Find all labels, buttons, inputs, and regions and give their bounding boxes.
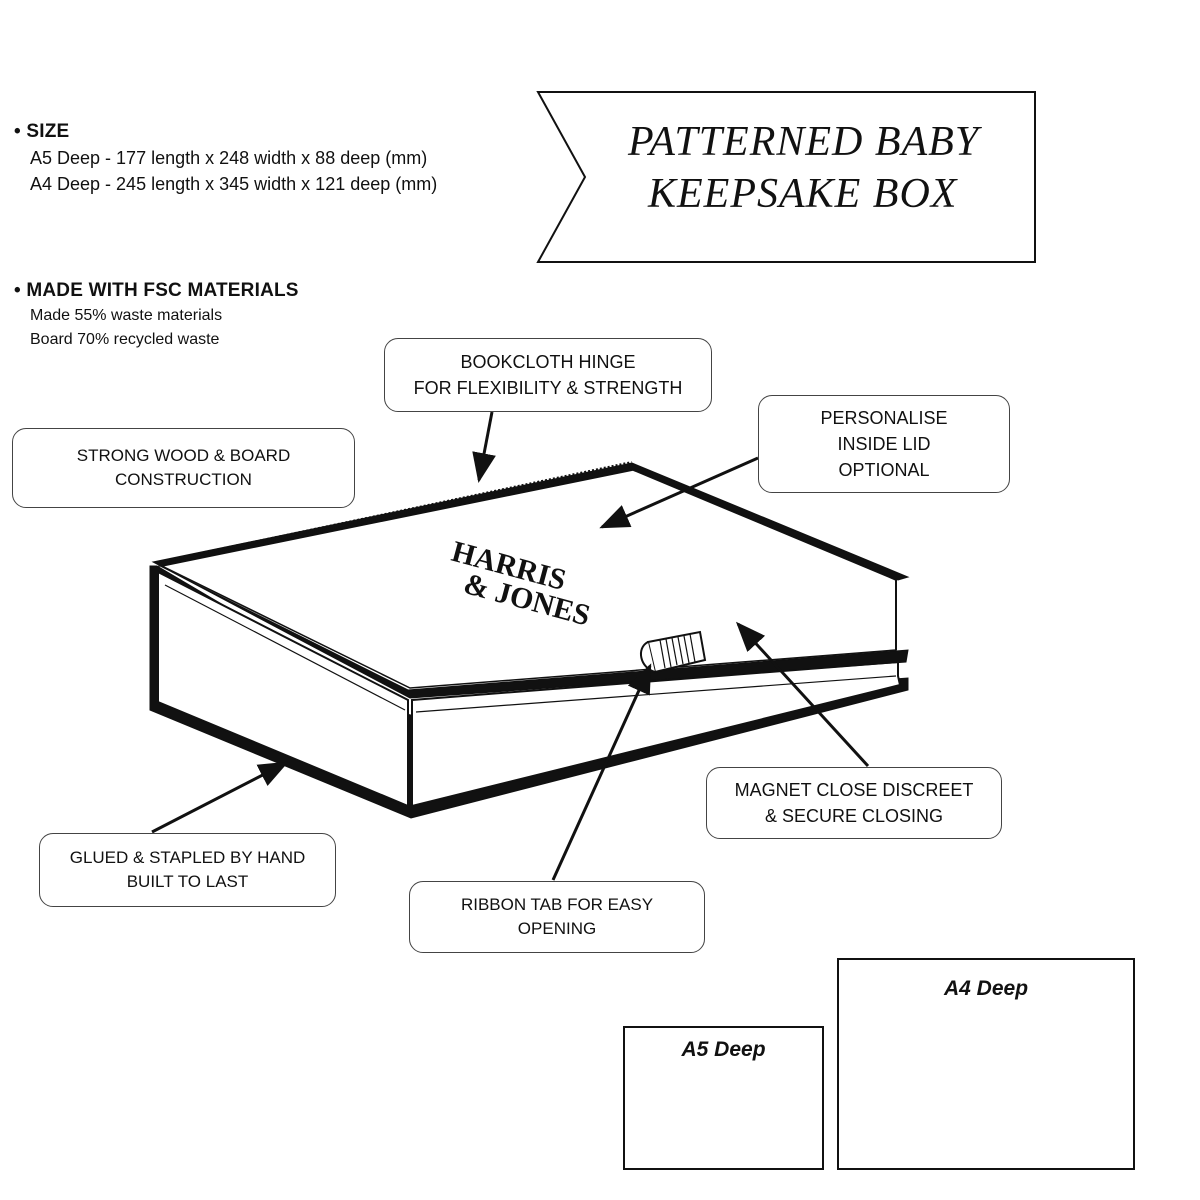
callout-hinge-line-1: BOOKCLOTH HINGE bbox=[460, 352, 636, 372]
callout-glued-line-1: GLUED & STAPLED BY HAND bbox=[69, 848, 306, 867]
callout-personalise-line-3: OPTIONAL bbox=[838, 460, 930, 480]
callout-wood-line-1: STRONG WOOD & BOARD bbox=[76, 446, 291, 465]
callout-wood-line-2: CONSTRUCTION bbox=[115, 470, 252, 489]
arrow-hinge bbox=[472, 411, 496, 483]
callout-personalise: PERSONALISE INSIDE LID OPTIONAL bbox=[758, 395, 1010, 493]
callout-magnet-close: MAGNET CLOSE DISCREET & SECURE CLOSING bbox=[706, 767, 1002, 839]
arrow-ribbon bbox=[551, 663, 652, 881]
callout-personalise-line-2: INSIDE LID bbox=[837, 434, 931, 454]
box-left-face bbox=[157, 570, 409, 808]
a5-size-label: A5 Deep bbox=[681, 1038, 766, 1061]
callout-personalise-line-1: PERSONALISE bbox=[820, 408, 948, 428]
size-line-a4: A4 Deep - 245 length x 345 width x 121 d… bbox=[30, 174, 438, 194]
materials-line-2: Board 70% recycled waste bbox=[30, 331, 220, 348]
title-line-1: PATTERNED BABY bbox=[628, 119, 980, 165]
materials-spec-block: • MADE WITH FSC MATERIALS Made 55% waste… bbox=[14, 280, 299, 352]
a4-size-label: A4 Deep bbox=[943, 977, 1029, 1000]
size-line-a5: A5 Deep - 177 length x 248 width x 88 de… bbox=[30, 148, 428, 168]
size-spec-block: • SIZE A5 Deep - 177 length x 248 width … bbox=[14, 121, 437, 197]
size-heading: SIZE bbox=[26, 121, 70, 142]
ribbon-tab bbox=[639, 630, 707, 674]
arrow-glued bbox=[151, 761, 289, 834]
bullet-dot: • bbox=[14, 121, 27, 142]
bullet-dot: • bbox=[14, 280, 27, 301]
arrow-personalise bbox=[599, 456, 759, 529]
title-banner bbox=[536, 91, 1036, 263]
callout-ribbon-line-2: OPENING bbox=[517, 919, 597, 938]
callout-magnet-line-1: MAGNET CLOSE DISCREET bbox=[734, 780, 974, 800]
callout-glued-stapled: GLUED & STAPLED BY HAND BUILT TO LAST bbox=[39, 833, 336, 907]
arrow-magnet bbox=[735, 621, 870, 768]
callout-ribbon-tab: RIBBON TAB FOR EASY OPENING bbox=[409, 881, 705, 953]
callout-glued-line-2: BUILT TO LAST bbox=[126, 872, 249, 891]
bookcloth-hinge bbox=[157, 461, 633, 567]
a4-size-box: A4 Deep bbox=[837, 958, 1135, 1170]
callout-ribbon-line-1: RIBBON TAB FOR EASY bbox=[460, 895, 654, 914]
materials-line-1: Made 55% waste materials bbox=[30, 307, 223, 324]
callout-hinge-line-2: FOR FLEXIBILITY & STRENGTH bbox=[413, 378, 683, 398]
materials-heading: MADE WITH FSC MATERIALS bbox=[26, 280, 299, 301]
callout-bookcloth-hinge: BOOKCLOTH HINGE FOR FLEXIBILITY & STRENG… bbox=[384, 338, 712, 412]
a5-size-box: A5 Deep bbox=[623, 1026, 824, 1170]
callout-strong-construction: STRONG WOOD & BOARD CONSTRUCTION bbox=[12, 428, 355, 508]
title-line-2: KEEPSAKE BOX bbox=[648, 171, 958, 217]
callout-magnet-line-2: & SECURE CLOSING bbox=[764, 806, 944, 826]
